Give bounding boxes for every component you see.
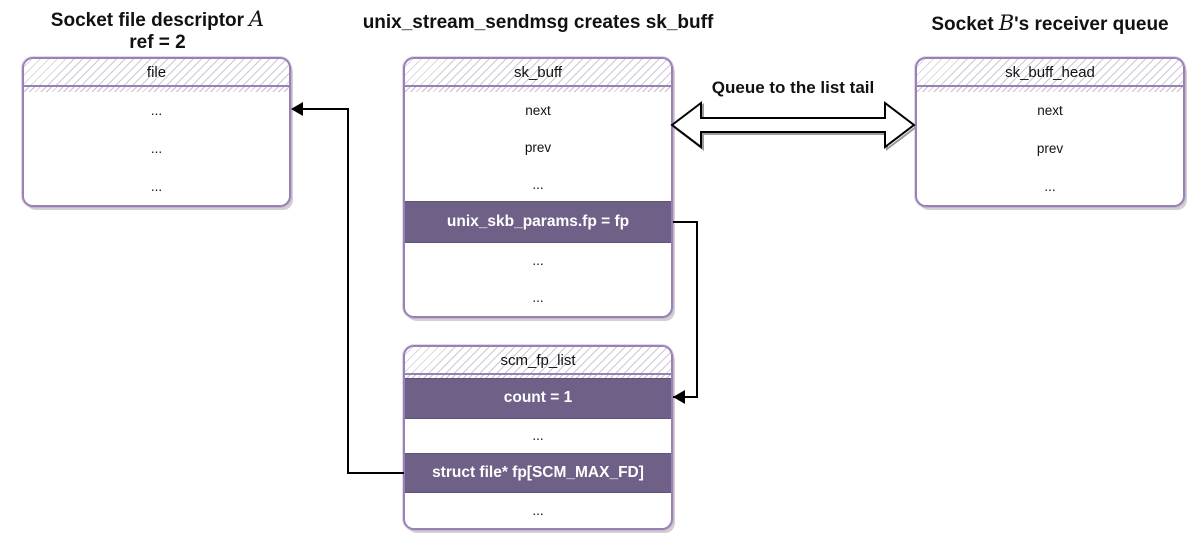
sk-buff-row-4: ... [532,253,544,269]
file-header-hatch-edge [24,87,289,92]
left-title-line2: ref = 2 [129,32,186,53]
file-row-1: ... [150,141,163,156]
sk-buff-struct-box: sk_buff next prev ... unix_skb_params.fp… [403,57,673,318]
sk-buff-row-prev: prev [524,139,552,155]
right-title-math-letter: B [998,11,1015,35]
sk-buff-header-hatch-edge [405,87,671,92]
file-struct-box: file ... ... ... [22,57,291,207]
sk-buff-head-header-hatch-edge [917,87,1183,92]
connector-fp-to-count [673,221,698,398]
fparray-to-file-arrowhead-icon [291,102,303,116]
left-title-text: Socket file descriptor [50,10,245,31]
fp-to-count-arrowhead-icon [673,390,685,404]
scm-fp-list-row-fp-array: struct file* fp[SCM_MAX_FD] [405,453,671,493]
connector-fparray-to-file-vertical [347,108,404,474]
double-arrow-icon [670,100,918,152]
sk-buff-row-5: ... [532,290,544,306]
right-title-suffix: 's receiver queue [1014,14,1169,35]
file-row-0: ... [150,103,163,119]
right-title-text: Socket [931,14,994,35]
sk-buff-row-next: next [525,102,551,118]
scm-fp-list-row-count: count = 1 [405,379,671,418]
scm-fp-list-header-hatch-edge [405,375,671,379]
queue-arrow-label: Queue to the list tail [711,78,875,97]
scm-fp-list-row-1: ... [532,428,544,444]
scm-fp-list-struct-box: scm_fp_list count = 1 ... struct file* f… [403,345,673,530]
sk-buff-head-row-2: ... [1044,178,1056,194]
connector-fparray-to-file-top [301,108,349,110]
sk-buff-box-header: sk_buff [405,59,671,87]
sk-buff-head-box-header: sk_buff_head [917,59,1183,87]
scm-fp-list-row-3: ... [532,502,544,518]
sk-buff-row-2: ... [532,176,544,192]
left-title-math-letter: A [249,7,265,31]
sk-buff-head-row-prev: prev [1036,141,1064,156]
sk-buff-head-row-next: next [1037,103,1063,119]
file-box-header: file [24,59,289,87]
file-row-2: ... [150,178,163,194]
sk-buff-row-unix-skb-params: unix_skb_params.fp = fp [405,202,671,243]
sk-buff-head-struct-box: sk_buff_head next prev ... [915,57,1185,207]
middle-title: unix_stream_sendmsg creates sk_buff [362,12,714,33]
scm-fp-list-box-header: scm_fp_list [405,347,671,375]
